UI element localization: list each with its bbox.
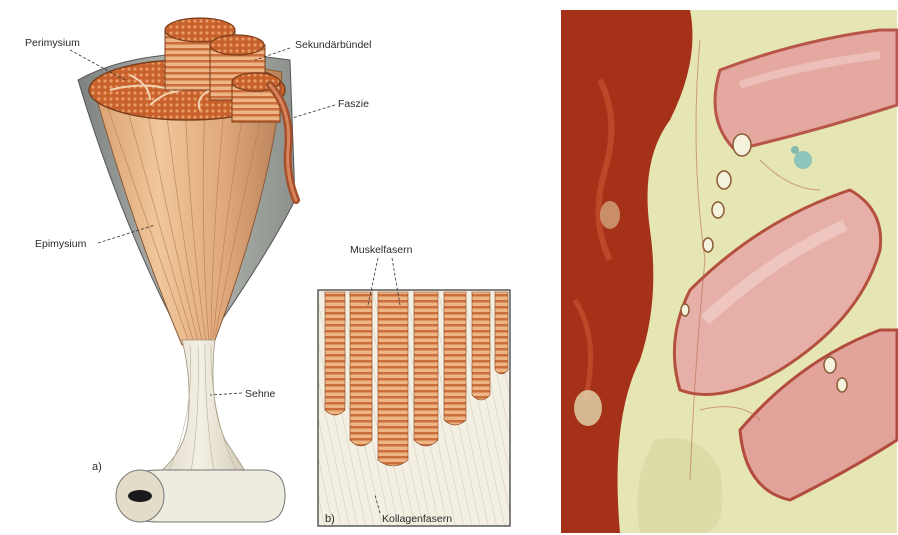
bone-section [116, 470, 285, 522]
panel-label-b: b) [325, 513, 335, 525]
blue-stain [794, 151, 812, 169]
label-sekundaerbuendel: Sekundärbündel [295, 39, 371, 51]
tendon [150, 340, 250, 480]
label-kollagenfasern: Kollagenfasern [382, 513, 452, 525]
label-muskelfasern: Muskelfasern [350, 244, 413, 256]
label-faszie: Faszie [338, 98, 369, 110]
label-epimysium: Epimysium [35, 238, 87, 250]
label-perimysium: Perimysium [25, 37, 80, 49]
muscle-illustration [78, 18, 296, 522]
label-sehne: Sehne [245, 388, 276, 400]
inset-fiber-detail [318, 290, 510, 526]
histology-micrograph [561, 10, 897, 533]
panel-label-a: a) [92, 461, 102, 473]
